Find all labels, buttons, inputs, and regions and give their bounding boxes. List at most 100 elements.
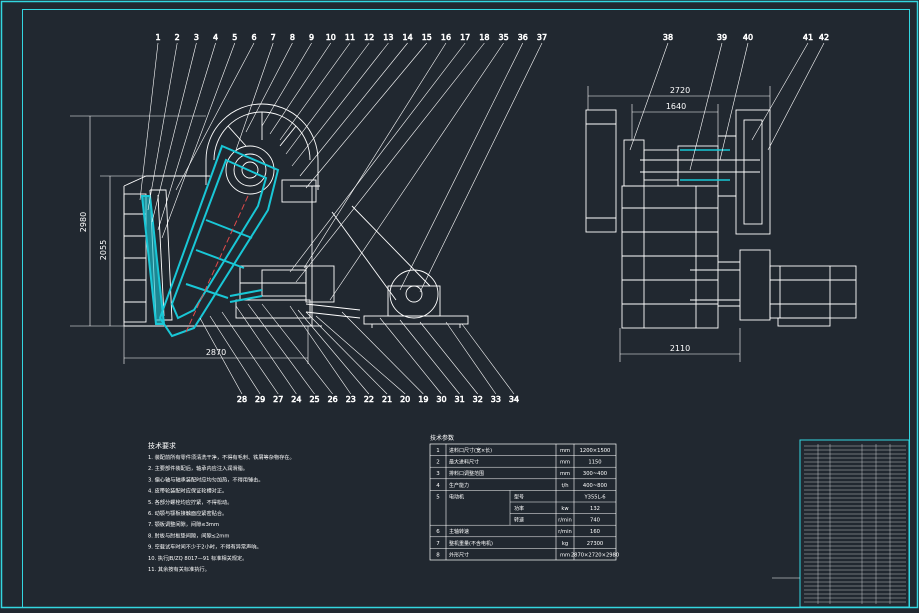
tech-note-line: 10. 执行JB/ZQ 8017—91 标准相关规定。 (148, 554, 247, 562)
leader-line (235, 305, 297, 395)
part-callout-14: 14 (403, 33, 413, 42)
tech-notes-title: 技术要求 (148, 441, 176, 450)
spec-row-sub: 型号 (514, 493, 524, 500)
spec-row-unit: mm (560, 471, 570, 477)
leader-line (289, 305, 352, 395)
jaw-center-line (185, 195, 249, 333)
part-callout-29: 29 (255, 395, 265, 404)
spec-row-value: 1200×1500 (580, 448, 611, 454)
leader-line (719, 42, 749, 161)
part-callout-17: 17 (460, 33, 470, 42)
part-callout-28: 28 (237, 395, 247, 404)
leader-line (285, 42, 370, 155)
leader-line (445, 321, 497, 395)
part-callout-33: 33 (491, 395, 501, 404)
leader-line (689, 42, 723, 171)
leader-line (261, 42, 312, 127)
tech-note-line: 9. 空载试车时间不少于2小时，不得有异常声响。 (148, 543, 262, 551)
leader-line (209, 315, 261, 395)
leader-line (199, 317, 243, 395)
spec-row-unit: mm (560, 448, 570, 454)
leader-line (161, 42, 236, 239)
part-callout-42: 42 (819, 33, 829, 42)
side-view-highlights (680, 149, 730, 181)
part-callout-24: 24 (291, 395, 301, 404)
leader-line (247, 303, 315, 395)
tech-note-line: 11. 其余按有关标准执行。 (148, 565, 210, 573)
part-callout-39: 39 (717, 33, 727, 42)
part-callout-26: 26 (328, 395, 338, 404)
dim-front-height-inner: 2055 (99, 240, 108, 260)
spec-row-name: 电动机 (449, 493, 464, 500)
leader-line (157, 42, 216, 231)
dim-side-bottom: 2110 (670, 344, 690, 353)
spec-row-no: 6 (436, 529, 440, 535)
part-callout-30: 30 (436, 395, 446, 404)
movable-jaw (140, 144, 280, 338)
part-callout-3: 3 (194, 33, 199, 42)
part-callout-37: 37 (537, 33, 547, 42)
spec-row-value: 160 (590, 529, 600, 535)
leader-line (419, 42, 543, 293)
front-dimensions (70, 115, 309, 364)
leader-line (329, 42, 504, 301)
part-callout-15: 15 (422, 33, 432, 42)
leader-line (305, 311, 388, 395)
front-view (123, 103, 469, 328)
part-callout-36: 36 (518, 33, 528, 42)
leader-line (299, 42, 408, 177)
leader-line (751, 42, 809, 141)
leader-line (261, 303, 333, 395)
leader-line (629, 42, 669, 151)
side-dimensions (587, 86, 771, 362)
leader-line (147, 42, 178, 211)
tech-note-line: 6. 动颚与颚板接触面应紧密贴合。 (148, 509, 227, 517)
spec-row-no: 5 (436, 494, 440, 500)
side-view (585, 109, 857, 329)
leader-line (139, 42, 159, 201)
part-callout-32: 32 (473, 395, 483, 404)
leader-line (221, 311, 279, 395)
part-callout-38: 38 (663, 33, 673, 42)
leader-line (305, 42, 428, 189)
leader-line (151, 42, 197, 223)
spec-row-unit: r/min (558, 518, 572, 524)
dim-front-height-total: 2980 (79, 212, 88, 232)
leader-line (295, 42, 485, 283)
spec-row-name: 进料口尺寸(宽×长) (449, 447, 492, 454)
part-callout-19: 19 (418, 395, 428, 404)
spec-row-name: 整机重量(不含电机) (449, 540, 493, 547)
tech-note-line: 5. 各部分螺栓均应拧紧，不得松动。 (148, 498, 232, 506)
spec-row-unit: mm (560, 552, 570, 558)
dim-side-inner: 1640 (666, 102, 686, 111)
spec-row-name: 外形尺寸 (449, 551, 469, 558)
spec-row-value: 400~800 (583, 483, 607, 489)
leader-line (279, 42, 351, 141)
part-callout-18: 18 (479, 33, 489, 42)
spec-row-sub: 转速 (514, 517, 524, 524)
spec-row-name: 生产能力 (449, 482, 469, 489)
part-callout-25: 25 (309, 395, 319, 404)
part-callout-22: 22 (364, 395, 374, 404)
part-callout-10: 10 (326, 33, 336, 42)
tech-note-line: 2. 主要部件装配后，轴承内应注入润滑脂。 (148, 464, 248, 472)
spec-row-no: 1 (436, 448, 440, 454)
spec-row-unit: kw (561, 506, 569, 512)
part-callout-34: 34 (509, 395, 519, 404)
tech-note-line: 4. 皮带轮装配时应保证轮槽对正。 (148, 487, 227, 495)
tech-note-line: 3. 偏心轴与轴承装配时应均匀加热，不得用锤击。 (148, 475, 264, 483)
leader-line (297, 309, 370, 395)
spec-row-no: 8 (436, 552, 440, 558)
part-callout-21: 21 (382, 395, 392, 404)
part-callout-1: 1 (155, 33, 160, 42)
spec-row-name: 最大进料尺寸 (449, 459, 479, 466)
